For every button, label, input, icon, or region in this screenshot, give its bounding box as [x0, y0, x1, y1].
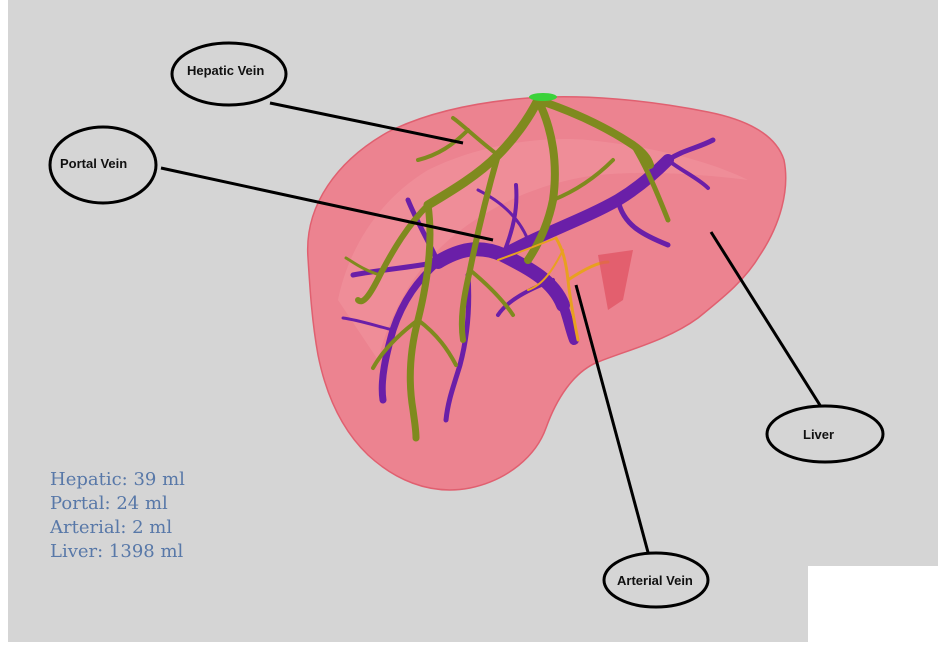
volume-hepatic: Hepatic: 39 ml	[50, 468, 185, 492]
render-viewport: Hepatic Vein Portal Vein Liver Arterial …	[8, 0, 938, 642]
vessel-cap	[529, 93, 557, 101]
volume-readout: Hepatic: 39 ml Portal: 24 ml Arterial: 2…	[50, 468, 185, 564]
label-liver: Liver	[803, 427, 834, 442]
volume-portal: Portal: 24 ml	[50, 492, 185, 516]
leader-line-liver	[711, 232, 823, 410]
label-arterial-vein: Arterial Vein	[617, 573, 693, 588]
corner-blank-box	[808, 566, 940, 644]
label-hepatic-vein: Hepatic Vein	[187, 63, 264, 78]
volume-arterial: Arterial: 2 ml	[50, 516, 185, 540]
volume-liver: Liver: 1398 ml	[50, 540, 185, 564]
label-portal-vein: Portal Vein	[60, 156, 127, 171]
